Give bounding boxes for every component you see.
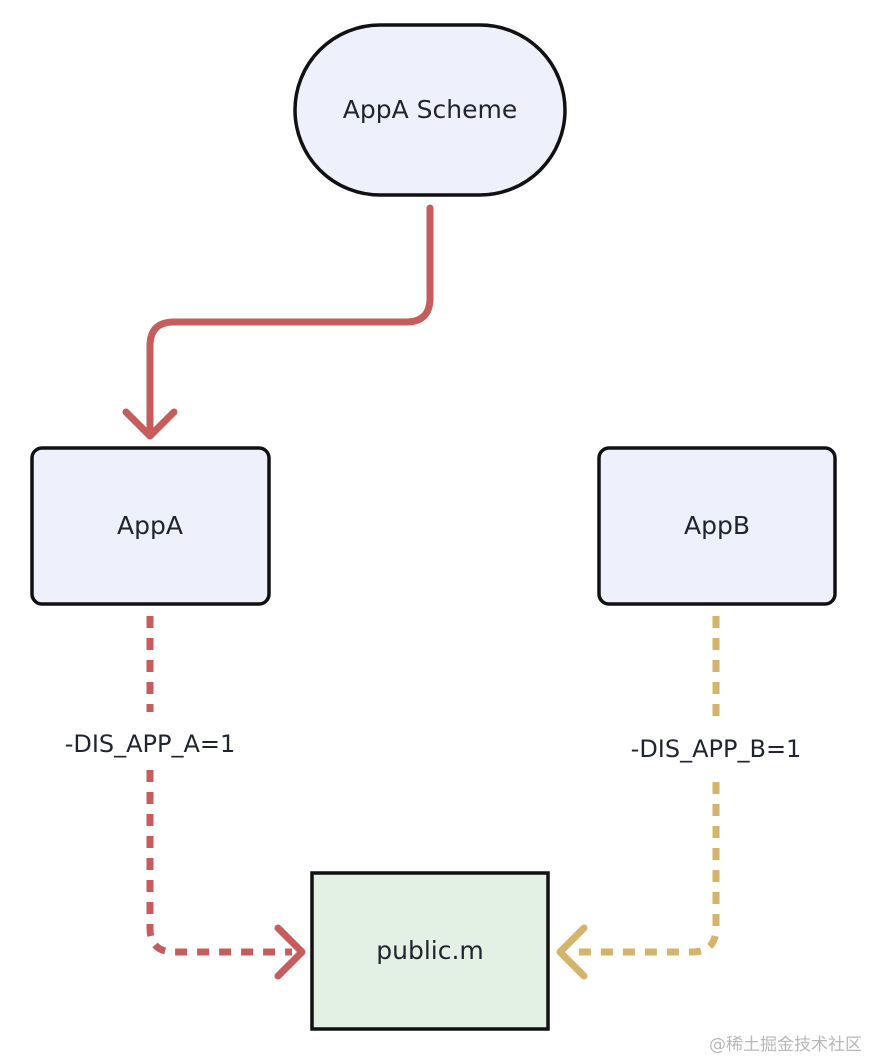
node-appb: AppB xyxy=(597,446,837,606)
node-public-m-label: public.m xyxy=(376,936,484,965)
node-appb-label: AppB xyxy=(684,511,750,540)
arrowhead-icon xyxy=(274,924,306,980)
node-appb-shape xyxy=(597,446,837,606)
arrowhead-icon xyxy=(122,408,178,440)
edge-appa-to-public xyxy=(146,616,306,980)
watermark-text: @稀土掘金技术社区 xyxy=(709,1035,862,1055)
arrowhead-icon xyxy=(556,924,588,980)
node-appa: AppA xyxy=(30,446,271,606)
edge-label-app-b: -DIS_APP_B=1 xyxy=(631,735,802,763)
edge-appb-to-public xyxy=(556,616,720,980)
node-public-m-shape xyxy=(310,871,550,1031)
edge-appb-to-public-line-bottom xyxy=(570,782,720,956)
edge-label-app-a: -DIS_APP_A=1 xyxy=(65,730,236,758)
edge-scheme-to-appa xyxy=(122,204,434,440)
node-appa-label: AppA xyxy=(117,511,183,540)
node-appa-scheme-shape xyxy=(293,23,567,197)
edge-scheme-to-appa-line xyxy=(146,204,434,440)
node-public-m: public.m xyxy=(310,871,550,1031)
edge-appa-to-public-line-bottom xyxy=(146,770,292,956)
node-appa-scheme: AppA Scheme xyxy=(293,23,567,197)
node-appa-shape xyxy=(30,446,271,606)
node-appa-scheme-label: AppA Scheme xyxy=(343,95,517,124)
